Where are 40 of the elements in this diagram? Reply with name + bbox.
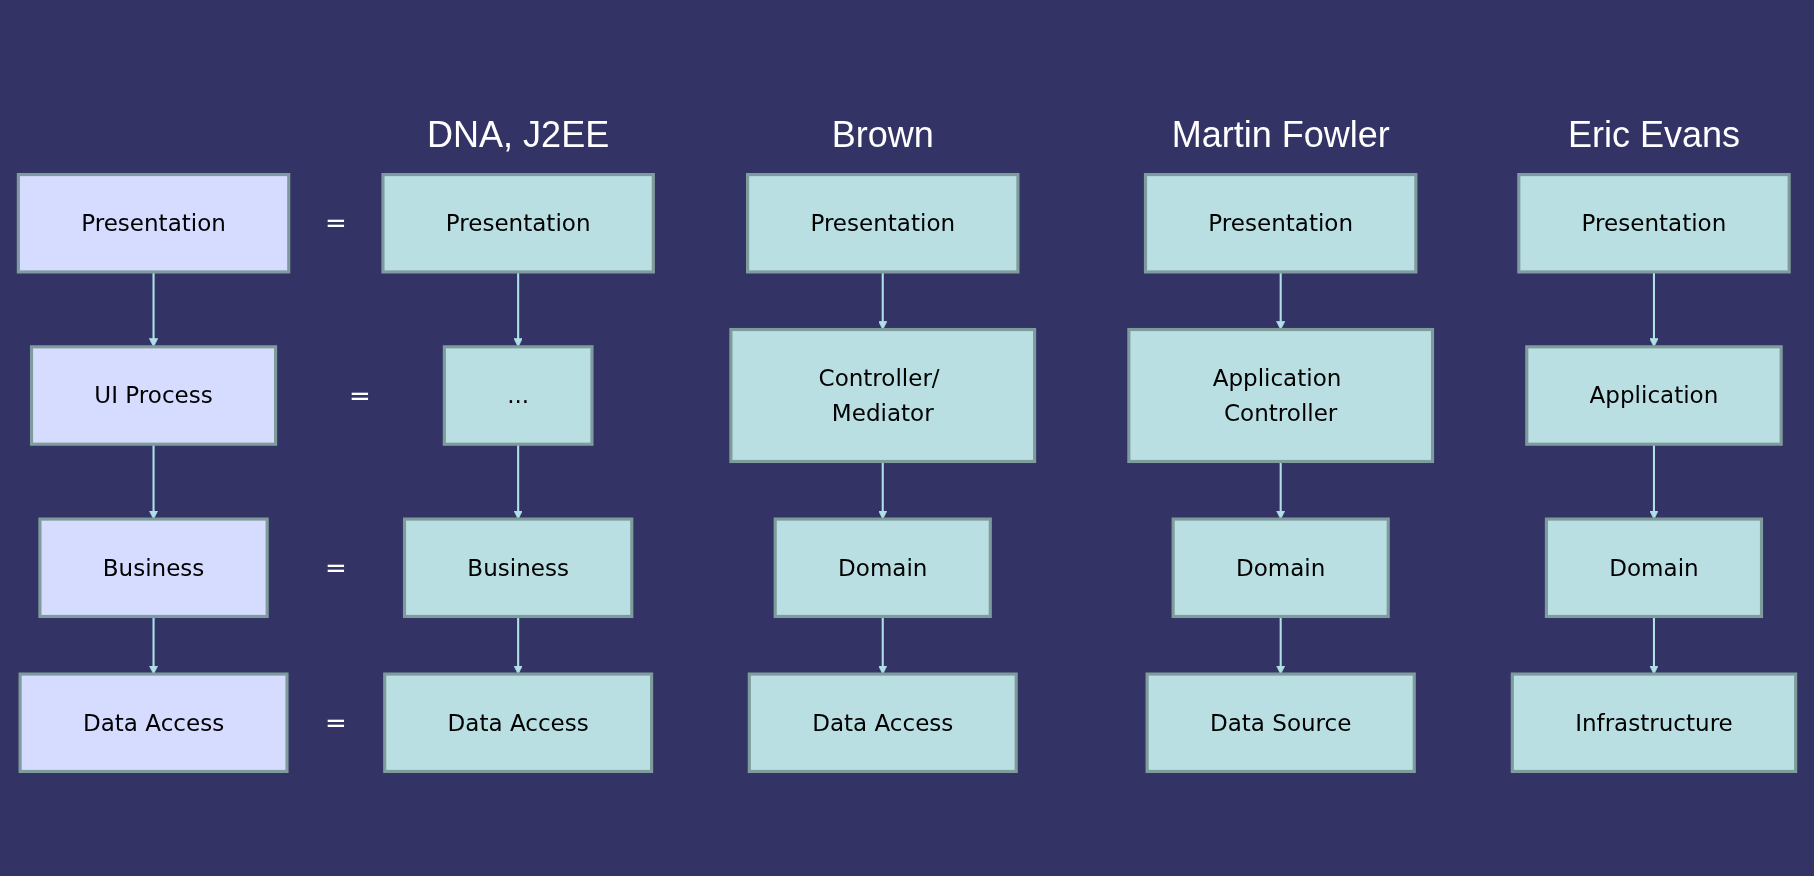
arrow bbox=[878, 271, 888, 330]
arrow bbox=[513, 616, 523, 675]
node-box: Application bbox=[1525, 345, 1783, 446]
node-box: Presentation bbox=[16, 173, 291, 274]
node-box: ... bbox=[442, 345, 594, 446]
arrow bbox=[878, 616, 888, 675]
node-box: Data Access bbox=[747, 672, 1018, 774]
node-box: Controller/ Mediator bbox=[729, 327, 1037, 464]
column-heading: Martin Fowler bbox=[1171, 113, 1390, 156]
node-box: Presentation bbox=[746, 173, 1020, 274]
node-box: Infrastructure bbox=[1510, 672, 1798, 774]
node-box: Domain bbox=[1544, 517, 1764, 619]
column-heading: Eric Evans bbox=[1567, 113, 1740, 156]
node-box: Presentation bbox=[1517, 173, 1791, 274]
node-box: Business bbox=[402, 517, 634, 619]
column-heading: Brown bbox=[831, 113, 934, 156]
node-box: Data Access bbox=[18, 672, 289, 774]
arrow bbox=[1276, 461, 1286, 520]
arrow bbox=[1276, 616, 1286, 675]
node-box: Domain bbox=[773, 517, 992, 619]
arrow bbox=[148, 444, 159, 520]
node-box: Domain bbox=[1171, 517, 1390, 619]
equals-sign: = bbox=[324, 707, 347, 738]
node-box: UI Process bbox=[29, 345, 278, 446]
node-box: Application Controller bbox=[1127, 327, 1435, 464]
node-box: Presentation bbox=[381, 173, 655, 274]
node-box: Presentation bbox=[1143, 173, 1418, 274]
node-box: Data Access bbox=[383, 672, 654, 774]
node-box: Business bbox=[38, 517, 269, 619]
arrow bbox=[1276, 271, 1286, 330]
arrow bbox=[148, 616, 159, 675]
node-box: Data Source bbox=[1145, 672, 1416, 774]
arrow bbox=[1649, 616, 1659, 675]
equals-sign: = bbox=[324, 552, 347, 583]
arrow bbox=[878, 461, 888, 520]
arrow bbox=[1649, 444, 1659, 520]
column-heading: DNA, J2EE bbox=[427, 113, 610, 156]
arrow bbox=[513, 444, 523, 520]
equals-sign: = bbox=[349, 380, 371, 411]
equals-sign: = bbox=[324, 208, 347, 239]
